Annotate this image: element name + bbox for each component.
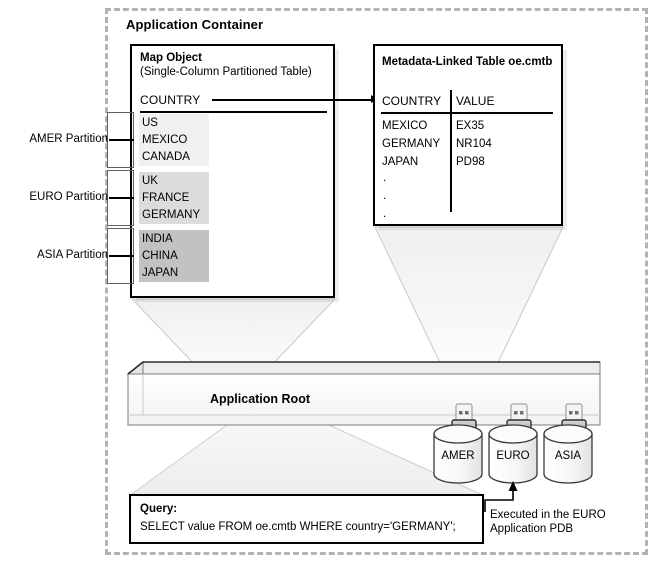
application-container: [105, 8, 648, 555]
metadata-column-header-value: VALUE: [456, 94, 495, 108]
table-continuation-dot: .: [383, 190, 387, 202]
pdb-cylinder-amer[interactable]: [433, 403, 483, 484]
partition-value: JAPAN: [142, 267, 179, 279]
partition-block-euro: UK FRANCE GERMANY: [139, 172, 209, 224]
partition-value: US: [142, 117, 158, 129]
partition-leader-line-asia: [109, 255, 134, 257]
pdb-label-asia: ASIA: [554, 450, 582, 462]
metadata-table-title: Metadata-Linked Table oe.cmtb: [382, 56, 553, 68]
partition-block-amer: US MEXICO CANADA: [139, 114, 209, 166]
partition-block-asia: INDIA CHINA JAPAN: [139, 230, 209, 282]
executed-in-euro-arrow: [484, 481, 518, 512]
partition-value: INDIA: [142, 233, 173, 245]
map-object-column-header: COUNTRY: [140, 93, 201, 107]
pdb-euro[interactable]: EURO: [489, 424, 537, 490]
partition-value: CHINA: [142, 250, 178, 262]
table-cell: MEXICO: [382, 120, 428, 132]
metadata-column-header-country: COUNTRY: [382, 94, 442, 108]
table-cell: PD98: [456, 156, 485, 168]
partition-leader-line-euro: [109, 197, 134, 199]
partition-value: GERMANY: [142, 209, 201, 221]
partition-label-euro: EURO Partition: [29, 191, 108, 203]
executed-in-euro-note: Executed in the EURO Application PDB: [490, 509, 606, 535]
map-object-subtitle: (Single-Column Partitioned Table): [140, 66, 312, 78]
pdb-asia[interactable]: ASIA: [544, 424, 592, 490]
partition-leader-line-amer: [109, 139, 134, 141]
table-continuation-dot: .: [383, 172, 387, 184]
query-sql-text: SELECT value FROM oe.cmtb WHERE country=…: [140, 521, 456, 533]
metadata-header-rule: [381, 112, 553, 114]
partition-value: MEXICO: [142, 134, 188, 146]
metadata-column-divider: [450, 90, 452, 212]
pdb-label-amer: AMER: [441, 450, 475, 462]
pdb-cylinder-euro[interactable]: [488, 403, 538, 484]
country-to-table-connector: [212, 99, 375, 101]
application-container-title: Application Container: [126, 17, 264, 32]
table-cell: EX35: [456, 120, 485, 132]
table-cell: GERMANY: [382, 138, 441, 150]
query-title: Query:: [140, 503, 178, 515]
metadata-linked-table-panel: [373, 44, 563, 226]
pdb-label-euro: EURO: [496, 450, 530, 462]
partition-label-asia: ASIA Partition: [37, 249, 108, 261]
query-panel: [129, 494, 484, 544]
partition-label-amer: AMER Partition: [29, 133, 108, 145]
partition-value: UK: [142, 175, 158, 187]
map-object-title: Map Object: [140, 52, 202, 64]
pdb-cylinder-asia[interactable]: [543, 403, 593, 484]
partition-value: FRANCE: [142, 192, 190, 204]
partition-value: CANADA: [142, 151, 190, 163]
table-cell: JAPAN: [382, 156, 419, 168]
pdb-amer[interactable]: AMER: [434, 424, 482, 490]
table-continuation-dot: .: [383, 208, 387, 220]
map-object-header-rule: [140, 111, 327, 113]
table-cell: NR104: [456, 138, 492, 150]
application-root-label: Application Root: [210, 392, 310, 406]
